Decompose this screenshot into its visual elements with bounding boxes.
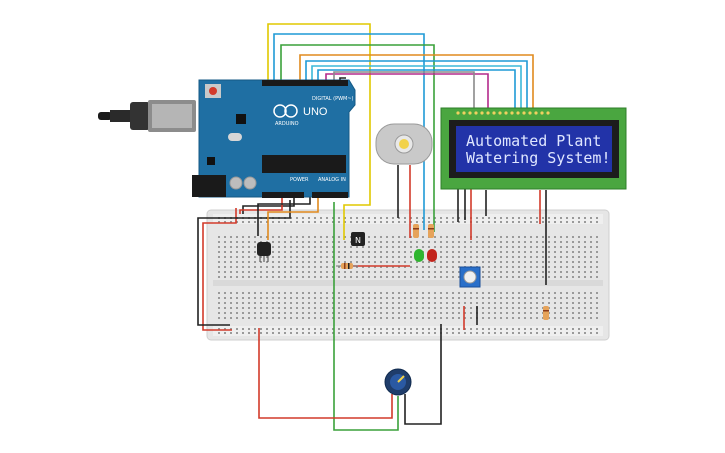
transistor-label: N	[355, 236, 361, 245]
wires	[197, 23, 547, 431]
trim-potentiometer[interactable]	[459, 266, 481, 288]
wire-orange-analog	[267, 192, 319, 240]
wire-green-long	[333, 202, 399, 431]
wire-black-bottom-pot	[404, 324, 442, 425]
wire-gray-lcd	[333, 71, 475, 108]
transistor-n[interactable]: N	[351, 232, 365, 246]
rotary-potentiometer[interactable]	[384, 368, 412, 396]
lcd-line-2: Watering System!	[466, 149, 611, 167]
wire-black-lcd-gnd	[339, 77, 346, 80]
lcd-16x2[interactable]: Automated Plant Watering System!	[440, 107, 627, 190]
wire-blue-lcd-1	[305, 60, 528, 108]
power-jack	[192, 175, 226, 197]
arduino-logo	[273, 104, 298, 118]
wire-green-digital	[280, 44, 435, 232]
board-model: UNO	[303, 106, 328, 118]
digital-header[interactable]	[262, 80, 348, 86]
led-green[interactable]	[414, 249, 424, 262]
analog-header[interactable]	[312, 192, 348, 198]
atmega-chip	[262, 155, 346, 173]
wire-blue-lcd-2	[317, 69, 516, 108]
wire-magenta-lcd	[325, 73, 489, 108]
wire-cyan-lcd	[311, 65, 522, 108]
wire-red-bottom-pot	[258, 328, 393, 419]
wire-black-analog	[257, 196, 311, 236]
power-label: POWER	[290, 177, 309, 183]
led-red[interactable]	[427, 249, 437, 262]
breadboard[interactable]	[206, 209, 610, 341]
digital-label: DIGITAL (PWM~)	[312, 96, 354, 102]
board-brand: ARDUINO	[275, 121, 299, 127]
wire-orange-lcd	[299, 54, 534, 108]
wire-yellow-digital	[267, 23, 371, 240]
lcd-line-1: Automated Plant	[466, 132, 601, 150]
resistor-vertical-2[interactable]	[428, 224, 434, 238]
usb-cable	[98, 100, 196, 132]
temperature-sensor[interactable]	[257, 242, 271, 262]
resistor-vertical-3[interactable]	[543, 306, 549, 320]
lcd-screen	[456, 126, 612, 172]
power-header[interactable]	[262, 192, 304, 198]
resistor-horizontal[interactable]	[336, 263, 358, 269]
arduino-uno-board[interactable]: UNO ARDUINO DIGITAL (PWM~) POWER ANALOG …	[98, 79, 356, 198]
dc-motor[interactable]	[375, 123, 433, 165]
analog-label: ANALOG IN	[318, 177, 346, 183]
resistor-vertical-1[interactable]	[413, 224, 419, 238]
lcd-pin-header	[456, 111, 550, 115]
breadboard-holes	[218, 217, 598, 334]
